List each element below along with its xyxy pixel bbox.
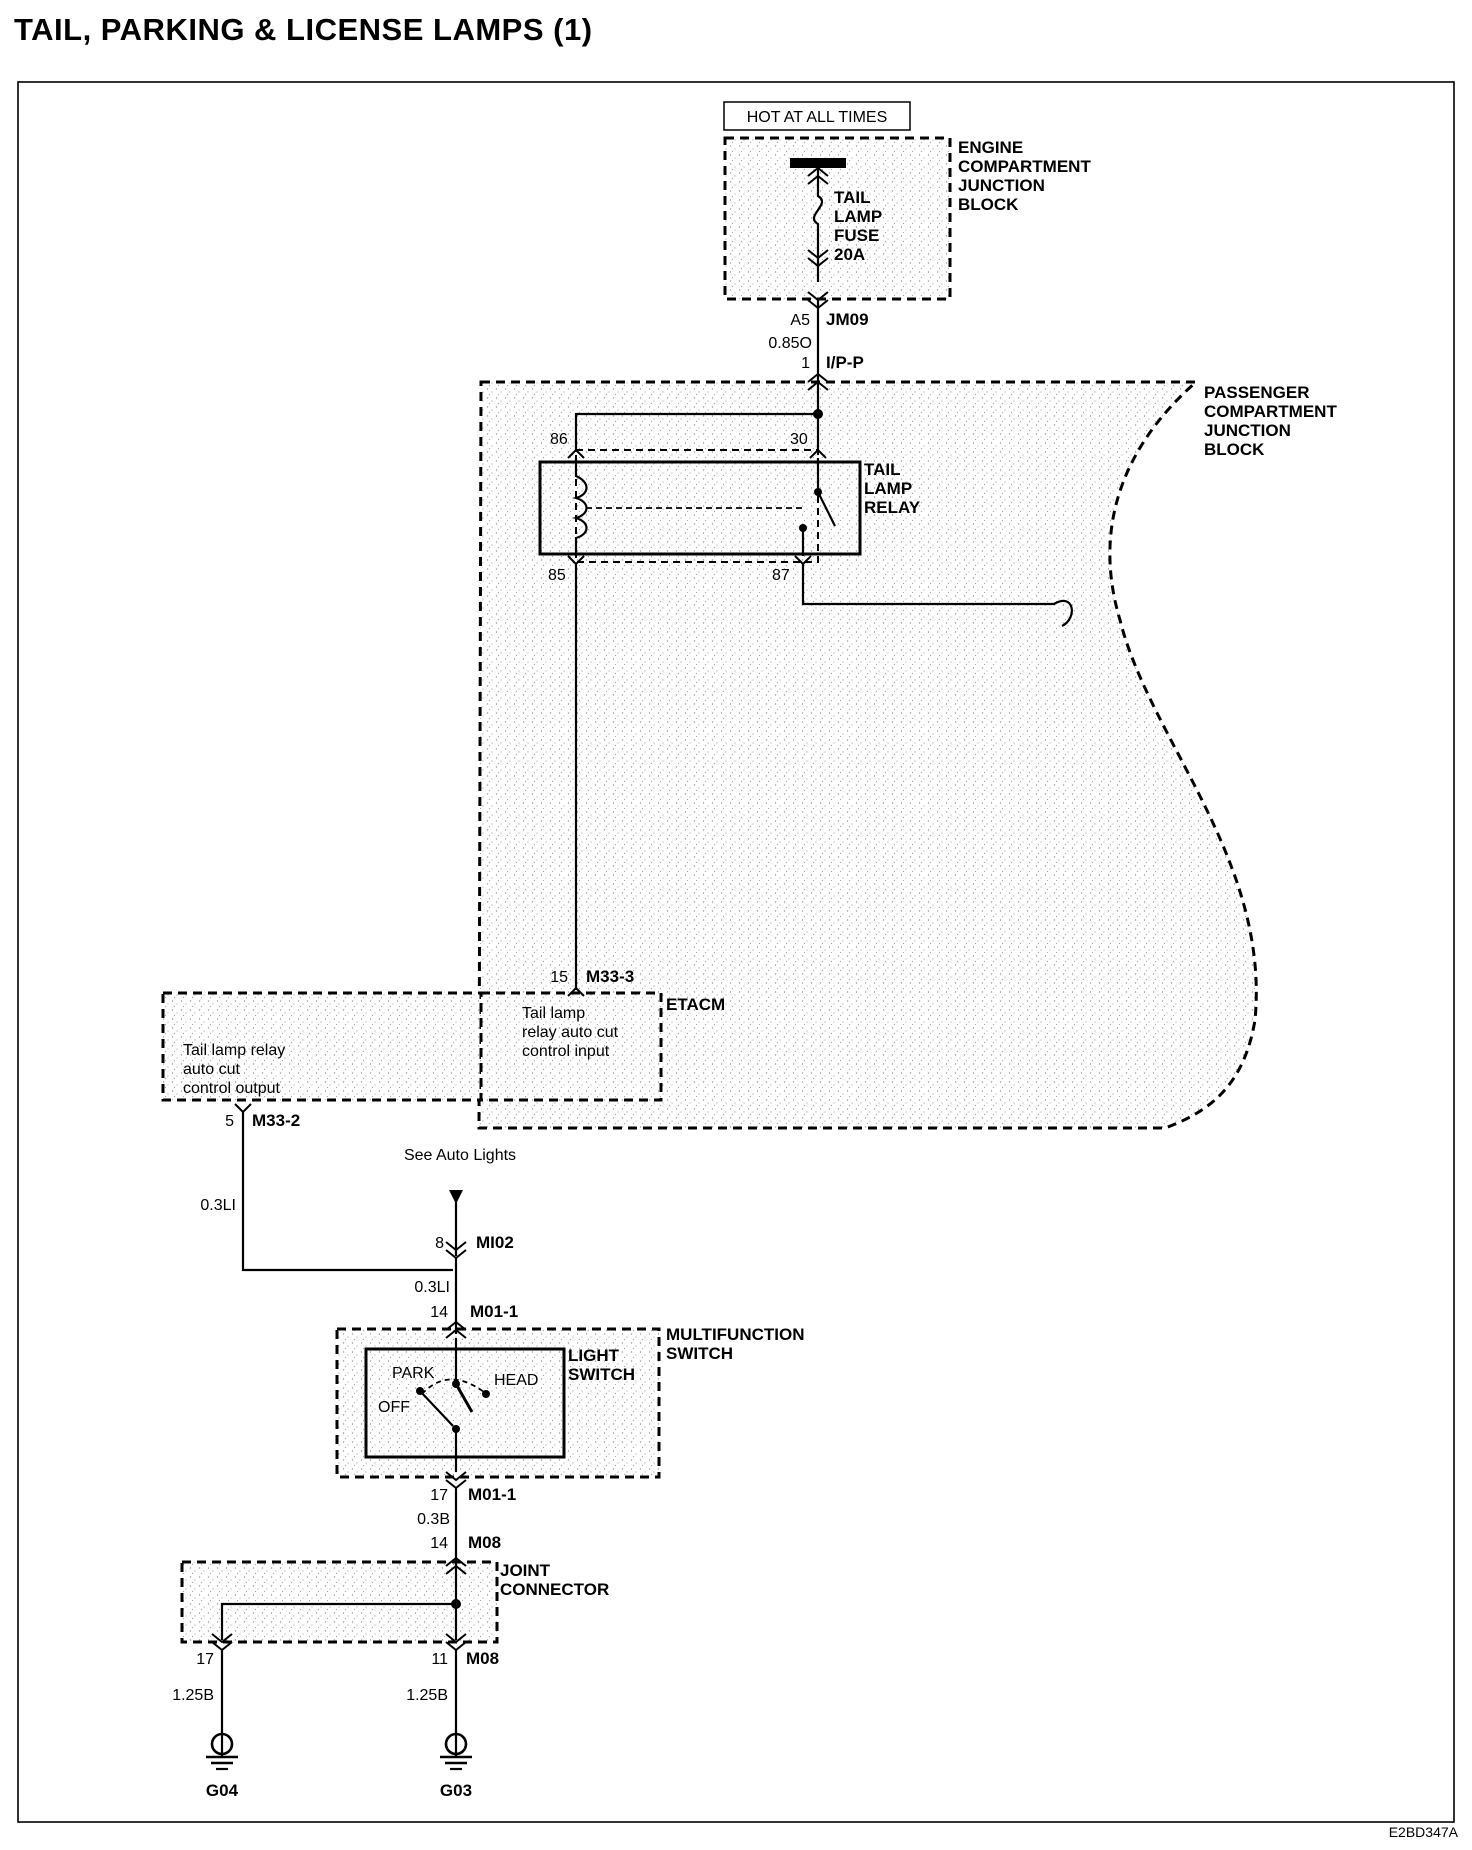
page-title: TAIL, PARKING & LICENSE LAMPS (1) [14, 12, 593, 47]
switch-position-head: HEAD [494, 1372, 538, 1389]
diagram-frame [17, 81, 1455, 1823]
fuse-bus-bar [790, 158, 846, 168]
fuse-terminal-bottom [807, 249, 829, 268]
relay-pin-87: 87 [772, 567, 790, 584]
connector-mi02-name: MI02 [476, 1233, 514, 1252]
connector-m01-top-name: M01-1 [470, 1302, 518, 1321]
etacm-input-label: Tail lamp relay auto cut control input [522, 1005, 623, 1060]
connector-m08-right-pin: 11 [431, 1651, 448, 1668]
ground-g04-icon [206, 1732, 238, 1771]
switch-contact-head [482, 1390, 490, 1398]
relay-pin-86: 86 [550, 431, 568, 448]
connector-m08-right-name: M08 [466, 1649, 499, 1668]
connector-m08-top-pin: 14 [430, 1535, 448, 1552]
wire-g03-label: 1.25B [406, 1687, 448, 1704]
connector-m33-2-pin: 5 [225, 1113, 234, 1130]
multifunction-switch-outline [335, 1327, 661, 1479]
connector-m33-3-terminal [567, 986, 585, 997]
switch-position-park: PARK [392, 1365, 435, 1382]
connector-m08-top-terminal [445, 1556, 467, 1575]
joint-connector-label: JOINT CONNECTOR [500, 1561, 609, 1599]
connector-ipp-pin: 1 [801, 355, 810, 372]
wire-g04-label: 1.25B [172, 1687, 214, 1704]
connector-m33-2-terminal [234, 1103, 252, 1114]
wire-etacm-to-mi02 [241, 1112, 453, 1272]
ground-g04-label: G04 [206, 1781, 239, 1800]
joint-connector-outline [180, 1560, 499, 1644]
see-auto-lights-note: See Auto Lights [404, 1147, 516, 1164]
passenger-block-label: PASSENGER COMPARTMENT JUNCTION BLOCK [1204, 383, 1342, 459]
connector-m33-2-name: M33-2 [252, 1111, 300, 1130]
wire-2-label: 0.3LI [200, 1197, 236, 1214]
figure-id: E2BD347A [1388, 1824, 1458, 1840]
arrow-from-auto-lights [449, 1190, 463, 1204]
connector-m01-bottom-pin: 17 [430, 1487, 448, 1504]
relay-inner-dashed [575, 449, 819, 563]
wire-4-label: 0.3B [417, 1511, 450, 1528]
etacm-label: ETACM [666, 995, 725, 1014]
wire-joint-branch [220, 1602, 456, 1640]
light-switch-box [364, 1347, 566, 1459]
engine-block-label: ENGINE COMPARTMENT JUNCTION BLOCK [958, 138, 1096, 214]
switch-blade [454, 1383, 474, 1413]
relay-pin-30-terminal [809, 448, 827, 459]
connector-m33-3-pin: 15 [550, 969, 568, 986]
relay-contact-blade [817, 491, 836, 527]
connector-jm09-pin: A5 [790, 312, 810, 329]
fuse-terminal-top [807, 166, 829, 185]
wire-1-label: 0.85O [768, 335, 812, 352]
connector-mi02-pin: 8 [435, 1235, 444, 1252]
connector-m01-top-terminal [445, 1320, 467, 1339]
connector-m08-top-name: M08 [468, 1533, 501, 1552]
passenger-compartment-junction-block-outline [477, 380, 1258, 1130]
wire-relay-coil-feed [574, 412, 818, 452]
connector-ipp-name: I/P-P [826, 353, 864, 372]
connector-m01-bottom-name: M01-1 [468, 1485, 516, 1504]
relay-pin-85: 85 [548, 567, 566, 584]
wire-3-label: 0.3LI [414, 1279, 450, 1296]
connector-m01-top-pin: 14 [430, 1304, 448, 1321]
power-source-box [723, 101, 911, 131]
power-source-label: HOT AT ALL TIMES [747, 109, 888, 126]
etacm-output-box [161, 991, 483, 1102]
connector-jm09-name: JM09 [826, 310, 869, 329]
connector-ipp-terminal [807, 372, 829, 391]
switch-position-off: OFF [378, 1399, 410, 1416]
relay-label: TAIL LAMP RELAY [864, 460, 921, 517]
wire-relay-87-output [801, 564, 1073, 627]
light-switch-label: LIGHT SWITCH [568, 1346, 635, 1384]
connector-m33-3-name: M33-3 [586, 967, 634, 986]
ground-g03-icon [440, 1732, 472, 1771]
relay-pin-30: 30 [790, 431, 808, 448]
multifunction-switch-label: MULTIFUNCTION SWITCH [666, 1325, 809, 1363]
relay-pin-86-terminal [567, 448, 585, 459]
ground-g03-label: G03 [440, 1781, 472, 1800]
fuse-label: TAIL LAMP FUSE 20A [834, 188, 887, 264]
fuse-wire [812, 168, 824, 282]
switch-off-link [419, 1390, 454, 1427]
relay-box [538, 460, 862, 556]
connector-m08-left-pin: 17 [196, 1651, 214, 1668]
etacm-output-label: Tail lamp relay auto cut control output [183, 1042, 290, 1097]
